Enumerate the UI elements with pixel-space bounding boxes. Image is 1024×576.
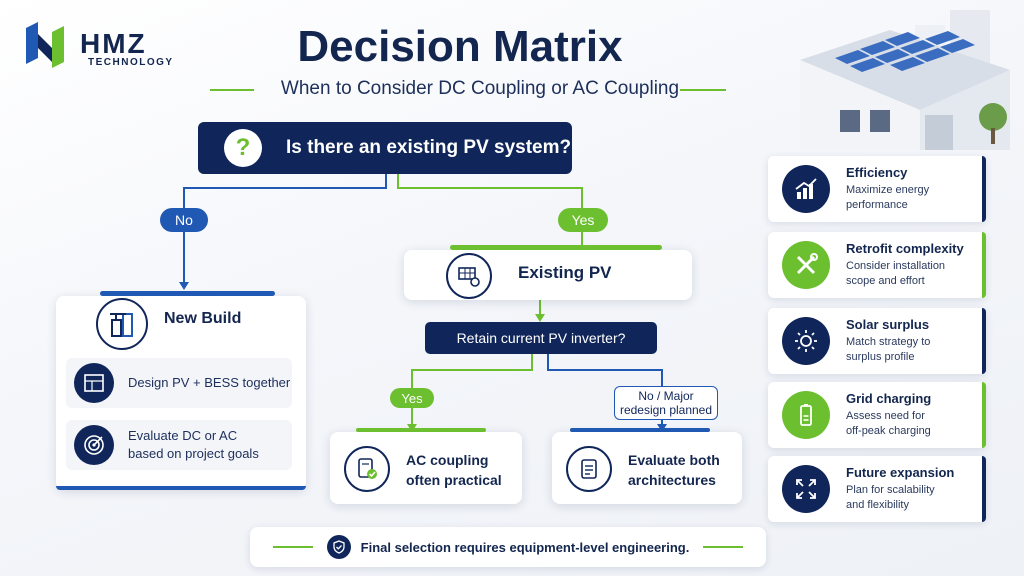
existing-pv-title: Existing PV	[518, 263, 612, 282]
criteria-desc1: Consider installation	[846, 260, 946, 272]
criteria-desc2: off-peak charging	[846, 425, 931, 437]
new-build-item-1-text: Design PV + BESS together	[128, 375, 291, 390]
expand-icon	[782, 465, 830, 513]
criteria-desc1: Assess need for	[846, 410, 925, 422]
question-icon: ?	[224, 129, 262, 167]
footer-note: Final selection requires equipment-level…	[250, 527, 766, 567]
criteria-title: Future expansion	[846, 465, 955, 480]
criteria-edge	[982, 382, 986, 448]
criteria-edge	[982, 308, 986, 374]
no-branch-label: No	[160, 208, 208, 232]
criteria-title: Efficiency	[846, 165, 908, 180]
yes-branch-label: Yes	[558, 208, 608, 232]
new-build-bottom-edge	[56, 486, 306, 490]
retain-yes-label: Yes	[390, 388, 434, 408]
tools-icon	[782, 241, 830, 289]
checklist-icon	[566, 446, 612, 492]
target-icon	[74, 425, 114, 465]
footer-text: Final selection requires equipment-level…	[360, 539, 690, 555]
blueprint-icon	[74, 363, 114, 403]
brand-name: HMZ	[80, 28, 147, 59]
criteria-desc1: Maximize energy	[846, 184, 930, 196]
building-illustration	[800, 10, 1010, 150]
footer-line-left	[272, 546, 313, 548]
criteria-edge	[982, 232, 986, 298]
building-crane-icon	[96, 298, 148, 350]
solar-panel-gear-icon	[446, 253, 492, 299]
criteria-card-solar-surplus: Solar surplus Match strategy to surplus …	[768, 308, 986, 374]
sun-icon	[782, 317, 830, 365]
criteria-title: Retrofit complexity	[846, 241, 964, 256]
new-build-item-2: Evaluate DC or AC based on project goals	[66, 420, 292, 470]
criteria-desc2: scope and effort	[846, 275, 925, 287]
evaluate-both-accent	[570, 428, 710, 432]
footer-line-right	[703, 546, 744, 548]
new-build-accent	[100, 291, 275, 296]
evaluate-both-card: Evaluate both architectures	[552, 428, 742, 504]
criteria-desc1: Plan for scalability	[846, 484, 935, 496]
ac-coupling-line2: often practical	[406, 472, 502, 488]
criteria-card-grid-charging: Grid charging Assess need for off-peak c…	[768, 382, 986, 448]
criteria-card-efficiency: Efficiency Maximize energy performance	[768, 156, 986, 222]
retain-no-label-line1: No / Major	[638, 389, 694, 403]
criteria-title: Solar surplus	[846, 317, 930, 332]
new-build-title: New Build	[164, 310, 242, 327]
ac-coupling-accent	[356, 428, 486, 432]
battery-icon	[782, 391, 830, 439]
hmz-logo-icon	[26, 22, 64, 68]
criteria-desc2: surplus profile	[846, 351, 915, 363]
retain-no-label: No / Major redesign planned	[614, 386, 718, 420]
criteria-desc2: and flexibility	[846, 499, 909, 511]
page-subtitle: When to Consider DC Coupling or AC Coupl…	[280, 78, 680, 99]
inverter-check-icon	[344, 446, 390, 492]
criteria-title: Grid charging	[846, 391, 932, 406]
retain-inverter-question: Retain current PV inverter?	[425, 322, 657, 354]
chart-up-icon	[782, 165, 830, 213]
ac-coupling-card: AC coupling often practical	[330, 428, 522, 504]
criteria-card-future-expansion: Future expansion Plan for scalability an…	[768, 456, 986, 522]
evaluate-both-line1: Evaluate both	[628, 452, 720, 468]
main-question-text: Is there an existing PV system?	[286, 137, 572, 158]
ac-coupling-line1: AC coupling	[406, 452, 489, 468]
new-build-item-2-text2: based on project goals	[128, 446, 259, 461]
criteria-edge	[982, 456, 986, 522]
criteria-desc2: performance	[846, 199, 908, 211]
criteria-desc1: Match strategy to	[846, 336, 931, 348]
existing-pv-card: Existing PV	[404, 245, 692, 300]
shield-check-icon	[326, 535, 351, 559]
new-build-item-2-text: Evaluate DC or AC	[128, 428, 238, 443]
criteria-edge	[982, 156, 986, 222]
evaluate-both-line2: architectures	[628, 472, 716, 488]
main-question: ? Is there an existing PV system?	[198, 122, 572, 174]
new-build-card: New Build Design PV + BESS together Eval…	[56, 291, 306, 490]
existing-pv-accent	[450, 245, 662, 250]
brand-tagline: TECHNOLOGY	[88, 57, 174, 68]
retain-no-label-line2: redesign planned	[619, 403, 713, 417]
page-title: Decision Matrix	[297, 22, 623, 71]
new-build-item-1: Design PV + BESS together	[66, 358, 292, 408]
criteria-card-retrofit: Retrofit complexity Consider installatio…	[768, 232, 986, 298]
